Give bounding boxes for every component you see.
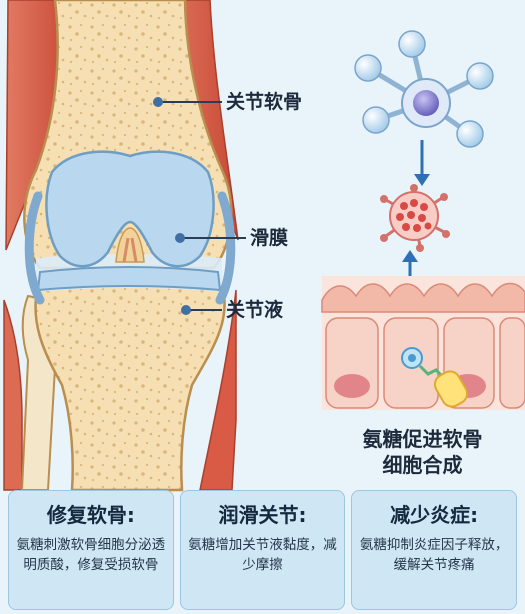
- molecule-node: [398, 30, 426, 58]
- left-calf-muscle: [3, 299, 23, 491]
- intercondylar-notch: [115, 227, 145, 263]
- molecule-node: [466, 62, 494, 90]
- right-calf-muscle: [199, 289, 237, 491]
- knee-joint: [3, 0, 246, 492]
- benefit-title: 修复软骨:: [46, 503, 135, 527]
- arrow-down-icon: [414, 140, 430, 186]
- molecule-node: [362, 106, 390, 134]
- joint-fluid-label: 关节液: [226, 299, 284, 321]
- synovium-right: [215, 191, 236, 305]
- cartilage-label: 关节软骨: [226, 91, 303, 113]
- synovium-left: [24, 191, 45, 305]
- molecule-node: [456, 120, 484, 148]
- benefit-description: 氨糖增加关节液黏度，减少摩擦: [188, 537, 337, 573]
- benefit-title: 润滑关节:: [218, 503, 307, 527]
- benefit-title: 减少炎症:: [390, 503, 479, 527]
- fluid-dot: [181, 305, 191, 315]
- cruciate-ligament: [122, 237, 138, 263]
- glucosamine-molecule: [354, 30, 494, 148]
- synthesized-matrix: [433, 370, 469, 408]
- benefit-description: 氨糖抑制炎症因子释放，缓解关节疼痛: [359, 537, 509, 573]
- tibia: [34, 284, 226, 492]
- synovium-dot: [175, 233, 185, 243]
- cartilage-tissue: [321, 276, 525, 410]
- cartilage-dot: [153, 97, 163, 107]
- femoral-cartilage: [45, 150, 215, 268]
- chondrocyte-cluster: [380, 184, 450, 252]
- process-caption-line2: 细胞合成: [382, 453, 463, 477]
- benefit-description: 氨糖刺激软骨细胞分泌透明质酸，修复受损软骨: [16, 537, 166, 573]
- tissue-surface: [321, 282, 525, 313]
- benefits-panel-row: 修复软骨: 氨糖刺激软骨细胞分泌透明质酸，修复受损软骨 润滑关节: 氨糖增加关节…: [8, 490, 518, 610]
- molecule-nucleus: [413, 90, 439, 116]
- benefit-panel-lubricate: 润滑关节: 氨糖增加关节液黏度，减少摩擦: [179, 490, 346, 610]
- benefit-panel-repair: 修复软骨: 氨糖刺激软骨细胞分泌透明质酸，修复受损软骨: [8, 490, 174, 610]
- synthesis-chain: [418, 364, 446, 380]
- synovium-label: 滑膜: [250, 227, 289, 249]
- benefit-panel-inflammation: 减少炎症: 氨糖抑制炎症因子释放，缓解关节疼痛: [351, 490, 518, 610]
- process-caption-line1: 氨糖促进软骨: [362, 427, 483, 451]
- tibial-cartilage: [36, 266, 222, 292]
- molecule-node: [354, 54, 382, 82]
